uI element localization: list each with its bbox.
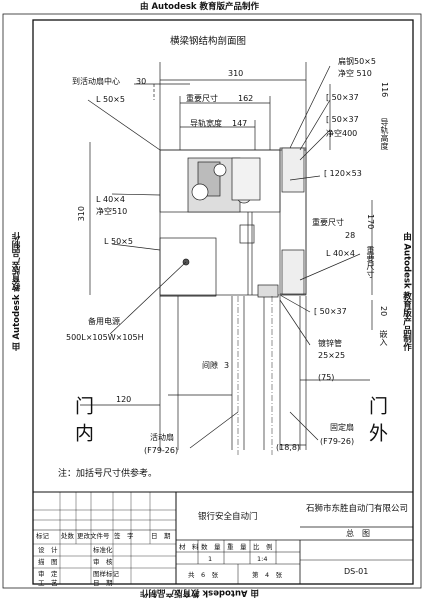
note: 注：加括号尺寸供参考。 — [58, 469, 158, 479]
rev-header-mark: 标记 — [36, 532, 49, 540]
quantity-value: 1 — [208, 555, 213, 563]
label-backup-power: 备用电源 — [88, 317, 120, 326]
label-clear-400: 净空400 — [326, 129, 358, 138]
scale-label: 比 例 — [253, 543, 273, 551]
rev-header-sign: 签 字 — [114, 532, 134, 540]
label-L50x5-top: L 50×5 — [96, 95, 125, 104]
company-name: 石狮市东胜自动门有限公司 — [306, 504, 409, 514]
label-galv-pipe: 镀锌管 — [318, 339, 342, 348]
label-fixed-leaf: 固定扇 — [330, 423, 354, 432]
label-embed: 嵌入 — [379, 330, 388, 346]
label-c50x37-3: [ 50×37 — [314, 307, 347, 316]
label-rail-width: 导轨宽度 — [190, 119, 222, 128]
label-power-size: 500L×105W×105H — [66, 333, 144, 342]
dim-28: 28 — [345, 231, 356, 240]
label-pipe-size: 25×25 — [318, 351, 346, 360]
role2-mark: 图样标记 — [93, 570, 119, 578]
outer-border — [2, 13, 422, 589]
rev-header-date: 日 期 — [151, 532, 171, 540]
dim-20: 20 — [379, 306, 388, 317]
watermark-right: 由 Autodesk 教育版产品制作 — [401, 232, 412, 352]
dim-18-8: (18,8) — [276, 443, 301, 452]
dim-gap-3: 3 — [224, 361, 230, 370]
role-trace: 描 图 — [38, 558, 58, 566]
drawing-name: 总 图 — [346, 529, 370, 538]
label-outer-door: 门外 — [366, 396, 388, 450]
label-L40x4-right: L 40×4 — [326, 249, 355, 258]
project-name: 银行安全自动门 — [198, 512, 258, 522]
label-to-door-center: 到活动扇中心 — [72, 77, 120, 86]
dim-120: 120 — [116, 395, 132, 404]
watermark-bottom: 由 Autodesk 教育版产品制作 — [140, 587, 260, 598]
role2-date: 日 期 — [93, 579, 113, 587]
label-heavy-size-1: 重要尺寸 — [186, 94, 218, 103]
sheet-number: 第 4 张 — [252, 571, 283, 579]
title-block-frame — [32, 491, 414, 585]
dim-116: 116 — [380, 82, 389, 98]
role-process: 工 艺 — [38, 579, 58, 587]
rev-header-file: 更改文件号 — [77, 532, 110, 540]
rev-header-count: 处数 — [61, 532, 74, 540]
label-heavy-size-2: 重要尺寸 — [312, 218, 344, 227]
material-label: 材 料 — [179, 543, 199, 551]
watermark-top: 由 Autodesk 教育版产品制作 — [140, 2, 260, 12]
label-inner-door: 门内 — [72, 396, 94, 450]
label-moving-leaf: 活动扇 — [150, 433, 174, 442]
label-c120x53: [ 120×53 — [324, 169, 362, 178]
role-approve: 审 定 — [38, 570, 58, 578]
dim-162: 162 — [238, 94, 254, 103]
label-fixed-leaf-model: (F79-26) — [320, 437, 355, 446]
dim-top-310: 310 — [228, 69, 244, 78]
label-L50x5-left: L 50×5 — [104, 237, 133, 246]
label-c50x37-1: [ 50×37 — [326, 93, 359, 102]
watermark-left: 由 Autodesk 教育版产品制作 — [12, 232, 22, 352]
label-L40x4-left: L 40×4 — [96, 195, 125, 204]
role-design: 设 计 — [38, 546, 58, 554]
dim-center-30: 30 — [136, 77, 147, 86]
dim-170: 170 — [366, 214, 375, 230]
drawing-number: DS-01 — [344, 567, 369, 576]
label-flat-steel: 扁钢50×5 — [338, 57, 376, 66]
role2-standard: 标准化 — [93, 546, 113, 554]
role2-review: 审 核 — [93, 558, 113, 566]
inner-border — [32, 19, 414, 585]
label-gap: 间隙 — [202, 361, 218, 370]
label-moving-leaf-model: (F79-26) — [144, 446, 179, 455]
label-rail-height: 导轨高度 — [380, 118, 389, 150]
dim-75: (75) — [318, 373, 335, 382]
quantity-label: 数 量 — [201, 543, 221, 551]
backup-power-box — [159, 237, 217, 297]
label-c50x37-2: [ 50×37 — [326, 115, 359, 124]
scale-value: 1:4 — [257, 555, 268, 563]
beam-structure — [80, 62, 373, 450]
sheet-total: 共 6 张 — [188, 571, 219, 579]
dim-310-left: 310 — [77, 206, 86, 222]
label-clear-510-top: 净空 510 — [338, 69, 372, 78]
dim-147: 147 — [232, 119, 248, 128]
label-clear-510-left: 净空510 — [96, 207, 128, 216]
drawing-title: 横梁钢结构剖面图 — [170, 36, 247, 47]
weight-label: 重 量 — [227, 543, 247, 551]
label-heavy-size-3: 重要尺寸 — [366, 246, 375, 278]
